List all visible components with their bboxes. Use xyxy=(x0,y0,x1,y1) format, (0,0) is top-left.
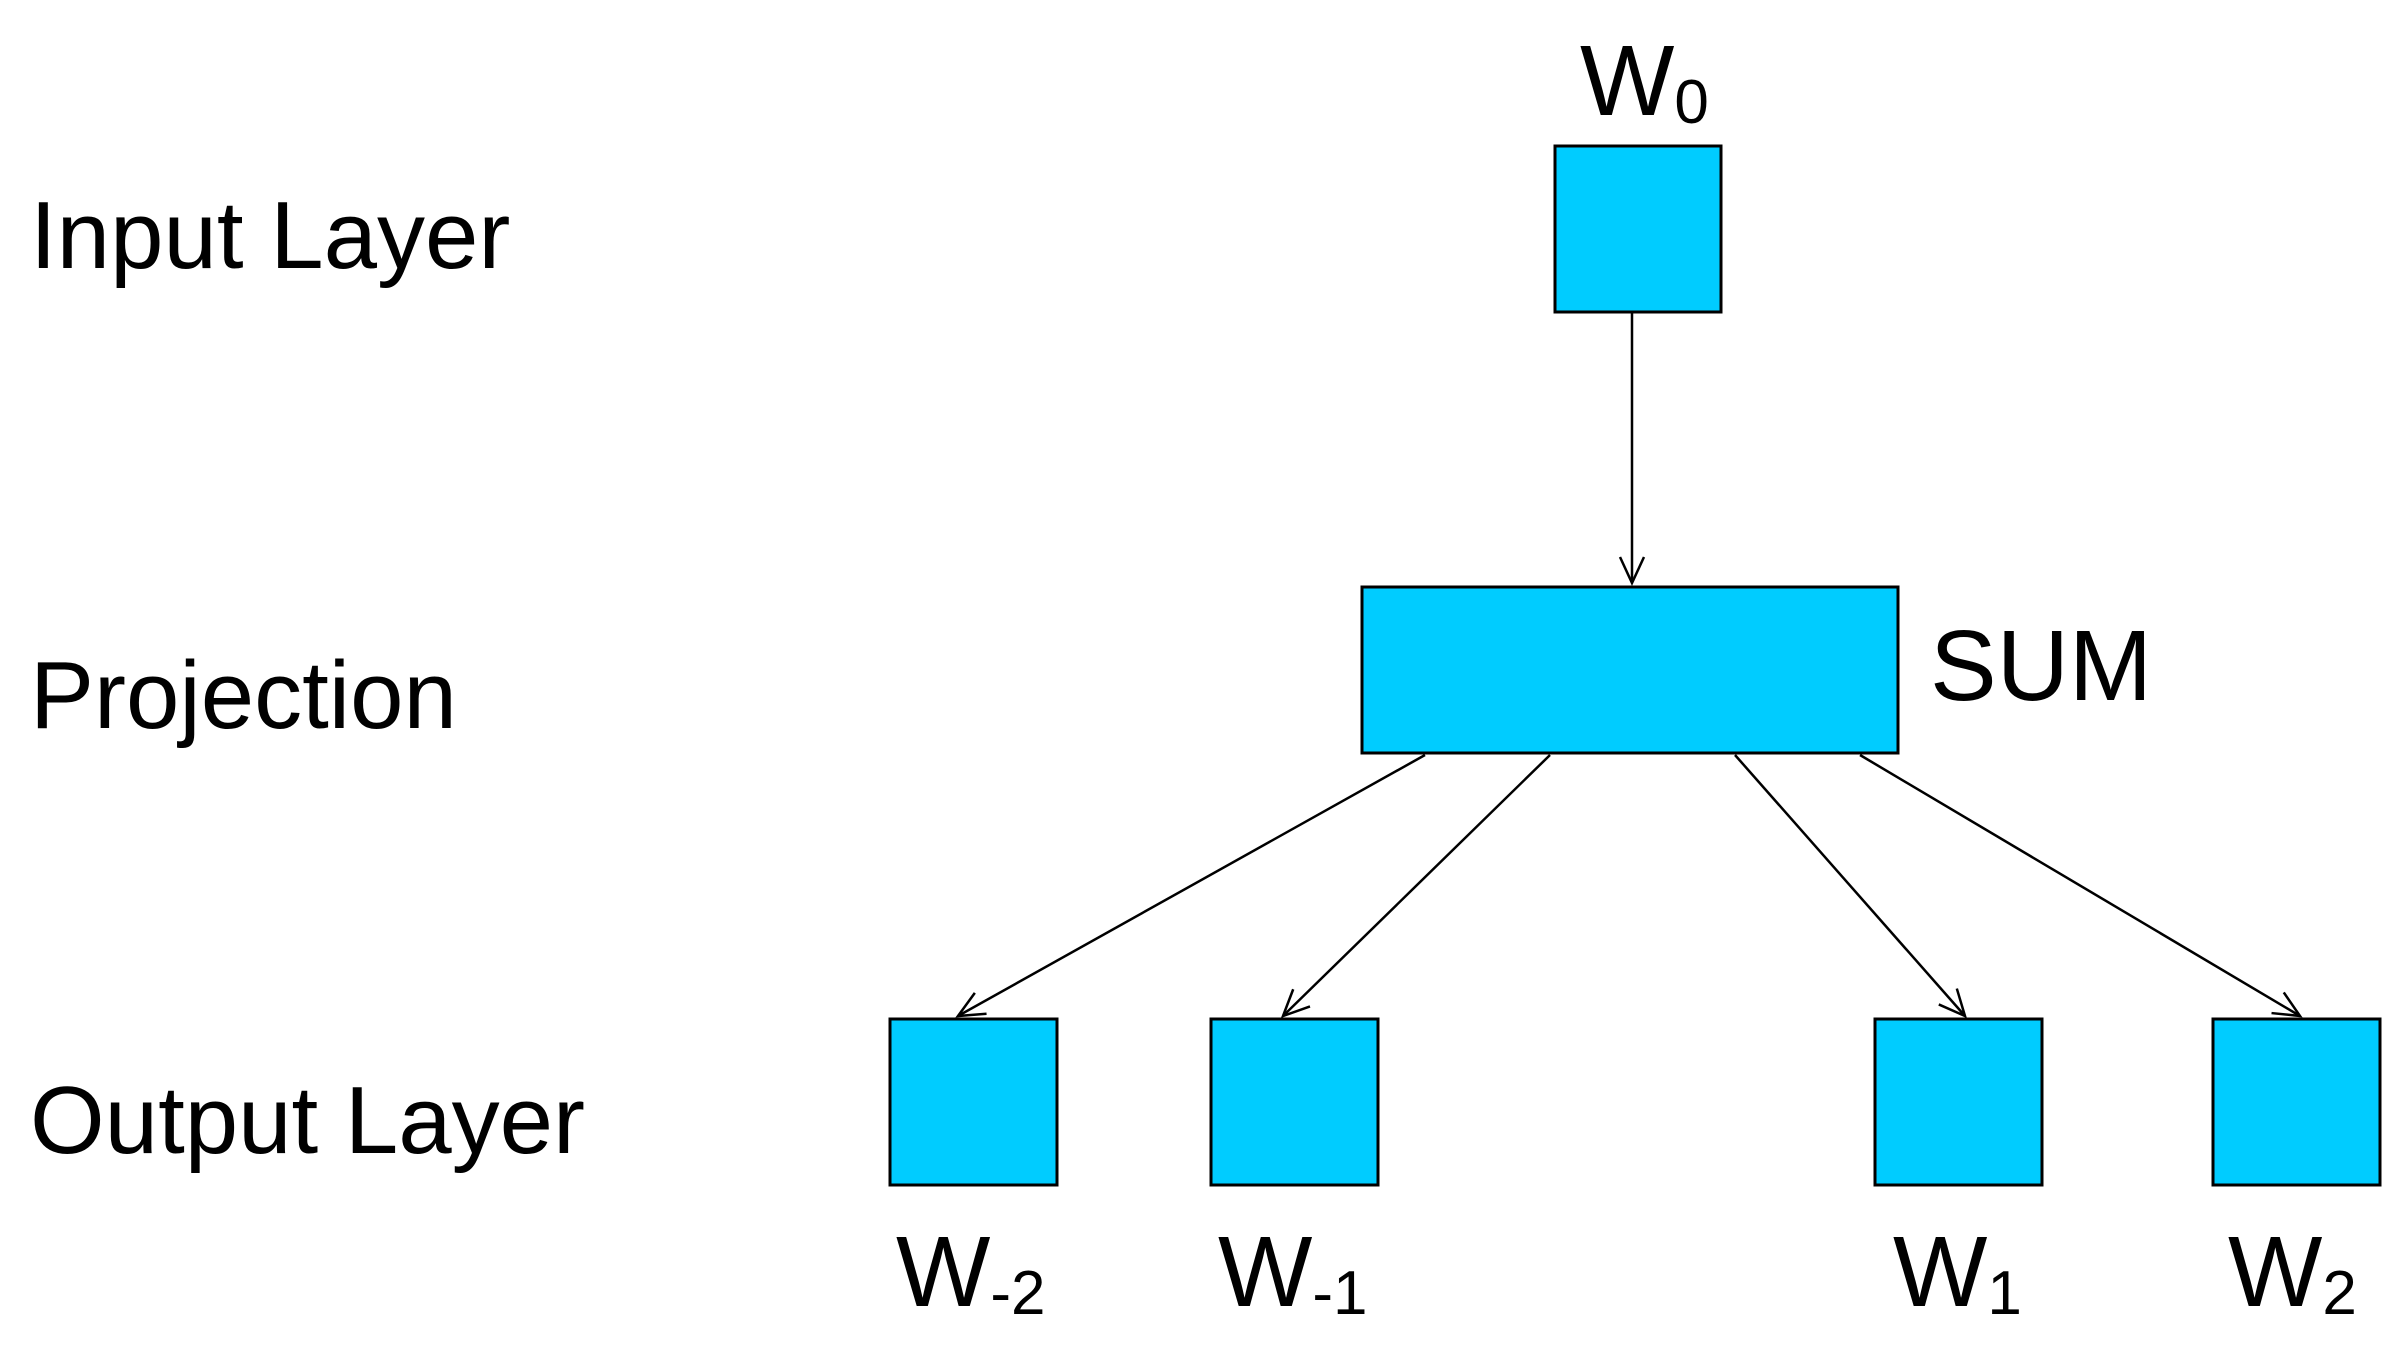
output-node-w-1 xyxy=(1873,1017,2044,1187)
output-node-w-minus-2 xyxy=(888,1017,1059,1187)
output-node-w-minus-1 xyxy=(1209,1017,1380,1187)
projection-sum-label: SUM xyxy=(1930,610,2152,722)
projection-sum-node xyxy=(1360,585,1900,755)
output-layer-label: Output Layer xyxy=(30,1067,585,1174)
edge-projection-to-w-minus-2 xyxy=(955,753,1426,1018)
output-label-w-minus-2: W-2 xyxy=(896,1216,1046,1328)
input-node xyxy=(1553,144,1723,314)
edge-projection-to-w-minus-1 xyxy=(1280,754,1551,1019)
edge-projection-to-w-2 xyxy=(1859,753,2303,1018)
projection-layer-label: Projection xyxy=(30,642,457,749)
input-layer-label: Input Layer xyxy=(30,182,510,289)
output-label-w-2: W2 xyxy=(2228,1216,2357,1328)
output-label-w-1: W1 xyxy=(1893,1216,2022,1328)
output-node-w-2 xyxy=(2211,1017,2382,1187)
input-node-label: W0 xyxy=(1580,25,1709,137)
output-label-w-minus-1: W-1 xyxy=(1218,1216,1368,1328)
edge-projection-to-w-1 xyxy=(1734,754,1967,1019)
